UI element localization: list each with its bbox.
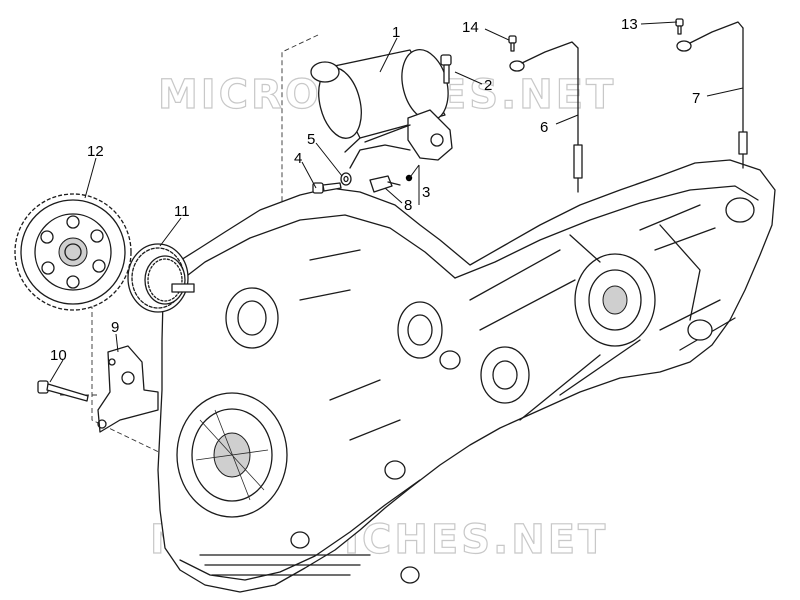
callout-6: 6: [540, 119, 548, 136]
leader-lines: [49, 21, 744, 383]
starter-seat: [225, 287, 443, 359]
bracket: [97, 345, 159, 433]
washer-5: [340, 172, 352, 186]
cable-6: [509, 41, 583, 193]
crankcase-bearing-right: [480, 253, 656, 404]
callout-5: 5: [307, 131, 315, 148]
callout-14: 14: [462, 19, 479, 36]
callout-3: 3: [422, 184, 430, 201]
starter-motor: [310, 49, 453, 161]
callout-10: 10: [50, 347, 67, 364]
crankcase: [157, 159, 776, 593]
crankcase-ribs: [290, 197, 755, 584]
starter-cable: [349, 144, 413, 193]
callout-4: 4: [294, 150, 302, 167]
callouts: 1 2 3 4 5 6 7 8 9 10 11 12 13 14: [50, 16, 700, 364]
bolt-4: [312, 182, 342, 194]
callout-9: 9: [111, 319, 119, 336]
callout-2: 2: [484, 77, 492, 94]
screw-2: [440, 54, 452, 84]
callout-8: 8: [404, 197, 412, 214]
crankcase-bearing-left: [176, 392, 288, 518]
screw-14: [508, 35, 517, 52]
callout-12: 12: [87, 143, 104, 160]
callout-11: 11: [174, 203, 190, 220]
screw-13: [675, 18, 684, 35]
bolt-10: [37, 380, 89, 402]
starter-gear-double: [127, 243, 195, 313]
callout-13: 13: [621, 16, 638, 33]
cable-7: [676, 21, 748, 169]
callout-7: 7: [692, 90, 700, 107]
starter-gear-large: [14, 193, 132, 311]
callout-1: 1: [392, 24, 400, 41]
crankcase-fins: [199, 554, 371, 576]
